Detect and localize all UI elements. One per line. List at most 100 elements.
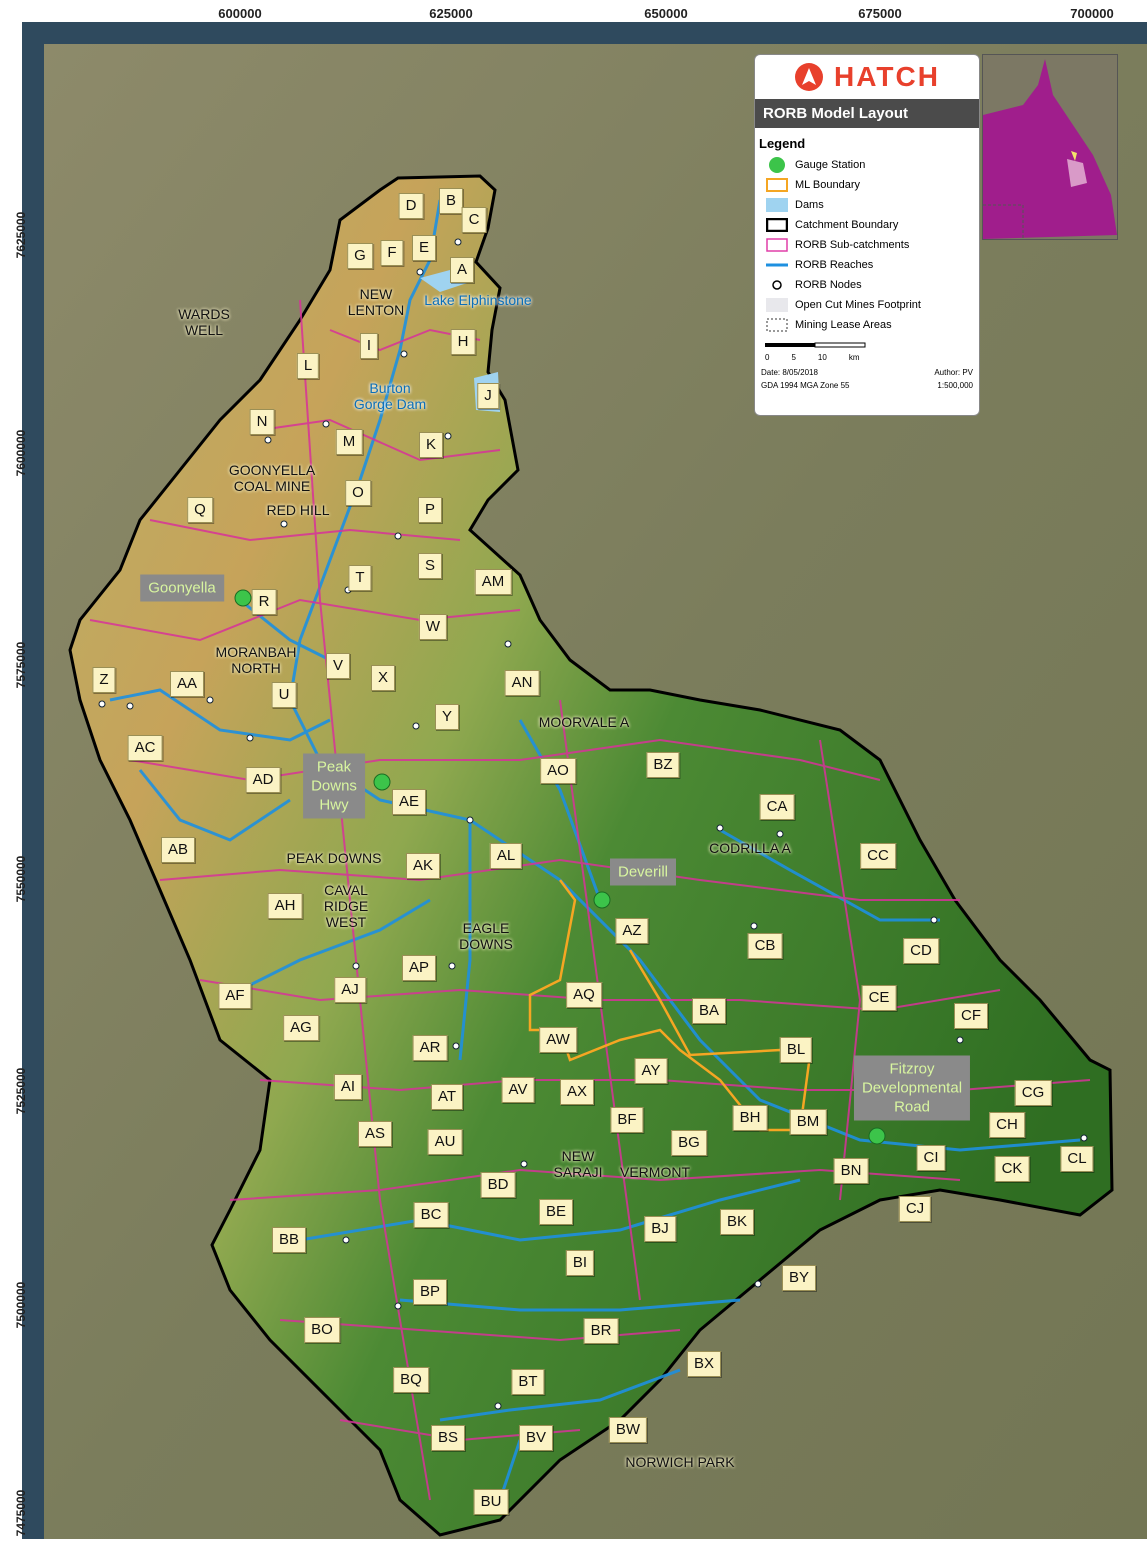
scale-bar-icon xyxy=(765,342,866,348)
subcatchment-label-w[interactable]: W xyxy=(418,614,448,640)
subcatchment-label-cb[interactable]: CB xyxy=(747,933,783,959)
subcatchment-label-az[interactable]: AZ xyxy=(615,918,649,944)
subcatchment-label-p[interactable]: P xyxy=(417,497,443,523)
subcatchment-label-ca[interactable]: CA xyxy=(759,794,795,820)
subcatchment-label-aw[interactable]: AW xyxy=(539,1027,577,1053)
subcatchment-label-bj[interactable]: BJ xyxy=(644,1216,676,1242)
subcatchment-label-bn[interactable]: BN xyxy=(833,1158,869,1184)
subcatchment-label-g[interactable]: G xyxy=(347,243,373,269)
subcatchment-label-j[interactable]: J xyxy=(477,383,499,409)
subcatchment-label-cl[interactable]: CL xyxy=(1060,1146,1094,1172)
subcatchment-label-e[interactable]: E xyxy=(411,235,437,261)
subcatchment-label-ap[interactable]: AP xyxy=(401,955,437,981)
scale-tick: 5 xyxy=(791,353,796,362)
subcatchment-label-au[interactable]: AU xyxy=(427,1129,463,1155)
y-tick-label: 7550000 xyxy=(14,855,28,903)
subcatchment-label-a[interactable]: A xyxy=(449,257,475,283)
gauge-station-goonyella[interactable] xyxy=(234,589,252,607)
subcatchment-label-bo[interactable]: BO xyxy=(304,1317,340,1343)
subcatchment-label-i[interactable]: I xyxy=(359,333,379,359)
subcatchment-label-h[interactable]: H xyxy=(450,329,476,355)
subcatchment-label-x[interactable]: X xyxy=(370,665,396,691)
subcatchment-label-bb[interactable]: BB xyxy=(271,1227,307,1253)
subcatchment-label-n[interactable]: N xyxy=(249,409,275,435)
subcatchment-label-f[interactable]: F xyxy=(380,240,404,266)
subcatchment-label-bp[interactable]: BP xyxy=(412,1279,448,1305)
subcatchment-label-bc[interactable]: BC xyxy=(413,1202,449,1228)
gauge-station-deverill[interactable] xyxy=(593,891,611,909)
subcatchment-label-be[interactable]: BE xyxy=(538,1199,574,1225)
subcatchment-label-bw[interactable]: BW xyxy=(608,1417,648,1443)
subcatchment-label-bh[interactable]: BH xyxy=(732,1105,768,1131)
subcatchment-label-ba[interactable]: BA xyxy=(691,998,727,1024)
subcatchment-label-bl[interactable]: BL xyxy=(779,1037,813,1063)
subcatchment-label-bf[interactable]: BF xyxy=(610,1107,644,1133)
subcatchment-label-ai[interactable]: AI xyxy=(333,1074,363,1100)
subcatchment-label-cf[interactable]: CF xyxy=(954,1003,988,1029)
subcatchment-label-ay[interactable]: AY xyxy=(634,1058,668,1084)
subcatchment-label-ae[interactable]: AE xyxy=(391,789,427,815)
subcatchment-label-y[interactable]: Y xyxy=(434,704,460,730)
subcatchment-label-bm[interactable]: BM xyxy=(789,1109,827,1135)
subcatchment-label-k[interactable]: K xyxy=(418,432,444,458)
subcatchment-label-bx[interactable]: BX xyxy=(686,1351,722,1377)
subcatchment-label-ck[interactable]: CK xyxy=(994,1156,1030,1182)
subcatchment-label-ci[interactable]: CI xyxy=(916,1145,946,1171)
subcatchment-label-by[interactable]: BY xyxy=(781,1265,817,1291)
subcatchment-label-b[interactable]: B xyxy=(438,188,464,214)
subcatchment-label-ax[interactable]: AX xyxy=(559,1079,595,1105)
subcatchment-label-bu[interactable]: BU xyxy=(473,1489,509,1515)
subcatchment-label-d[interactable]: D xyxy=(398,193,424,219)
subcatchment-label-av[interactable]: AV xyxy=(501,1077,535,1103)
subcatchment-label-l[interactable]: L xyxy=(296,353,320,379)
subcatchment-label-am[interactable]: AM xyxy=(474,569,512,595)
subcatchment-label-m[interactable]: M xyxy=(335,429,363,455)
subcatchment-label-bd[interactable]: BD xyxy=(480,1172,516,1198)
legend-item-label: RORB Sub-catchments xyxy=(795,239,910,251)
subcatchment-label-cd[interactable]: CD xyxy=(903,938,939,964)
subcatchment-label-ce[interactable]: CE xyxy=(861,985,897,1011)
subcatchment-label-bz[interactable]: BZ xyxy=(646,752,680,778)
subcatchment-label-bt[interactable]: BT xyxy=(511,1369,545,1395)
subcatchment-label-ao[interactable]: AO xyxy=(540,758,576,784)
subcatchment-label-c[interactable]: C xyxy=(461,207,487,233)
subcatchment-label-al[interactable]: AL xyxy=(489,843,523,869)
subcatchment-label-bq[interactable]: BQ xyxy=(393,1367,429,1393)
subcatchment-label-s[interactable]: S xyxy=(417,553,443,579)
subcatchment-label-ag[interactable]: AG xyxy=(283,1015,319,1041)
subcatchment-label-an[interactable]: AN xyxy=(504,670,540,696)
subcatchment-label-bv[interactable]: BV xyxy=(518,1425,554,1451)
subcatchment-label-br[interactable]: BR xyxy=(583,1318,619,1344)
subcatchment-label-q[interactable]: Q xyxy=(187,497,213,523)
subcatchment-label-cg[interactable]: CG xyxy=(1014,1080,1052,1106)
subcatchment-label-ab[interactable]: AB xyxy=(160,837,196,863)
subcatchment-label-aa[interactable]: AA xyxy=(169,671,205,697)
subcatchment-label-ar[interactable]: AR xyxy=(412,1035,448,1061)
subcatchment-label-ak[interactable]: AK xyxy=(405,853,441,879)
subcatchment-label-bs[interactable]: BS xyxy=(430,1425,466,1451)
subcatchment-label-ad[interactable]: AD xyxy=(245,767,281,793)
subcatchment-label-bg[interactable]: BG xyxy=(671,1130,707,1156)
subcatchment-label-t[interactable]: T xyxy=(348,565,372,591)
subcatchment-label-ch[interactable]: CH xyxy=(989,1112,1025,1138)
subcatchment-label-z[interactable]: Z xyxy=(92,667,116,693)
subcatchment-label-aq[interactable]: AQ xyxy=(566,982,602,1008)
gauge-station-fitzroy[interactable] xyxy=(868,1127,886,1145)
subcatchment-label-at[interactable]: AT xyxy=(430,1084,464,1110)
subcatchment-label-cj[interactable]: CJ xyxy=(898,1196,932,1222)
subcatchment-label-r[interactable]: R xyxy=(251,589,277,615)
subcatchment-label-v[interactable]: V xyxy=(325,653,351,679)
subcatchment-label-ac[interactable]: AC xyxy=(127,735,163,761)
subcatchment-label-ah[interactable]: AH xyxy=(267,893,303,919)
subcatchment-label-as[interactable]: AS xyxy=(357,1121,393,1147)
subcatchment-label-bk[interactable]: BK xyxy=(719,1209,755,1235)
subcatchment-label-af[interactable]: AF xyxy=(218,983,252,1009)
gauge-station-peak-downs-hwy[interactable] xyxy=(373,773,391,791)
subcatchment-label-o[interactable]: O xyxy=(345,480,371,506)
subcatchment-label-cc[interactable]: CC xyxy=(860,843,896,869)
subcatchment-label-u[interactable]: U xyxy=(271,682,297,708)
subcatchment-label-aj[interactable]: AJ xyxy=(334,977,366,1003)
reach-icon xyxy=(765,258,789,272)
subcatchment-label-bi[interactable]: BI xyxy=(565,1250,595,1276)
